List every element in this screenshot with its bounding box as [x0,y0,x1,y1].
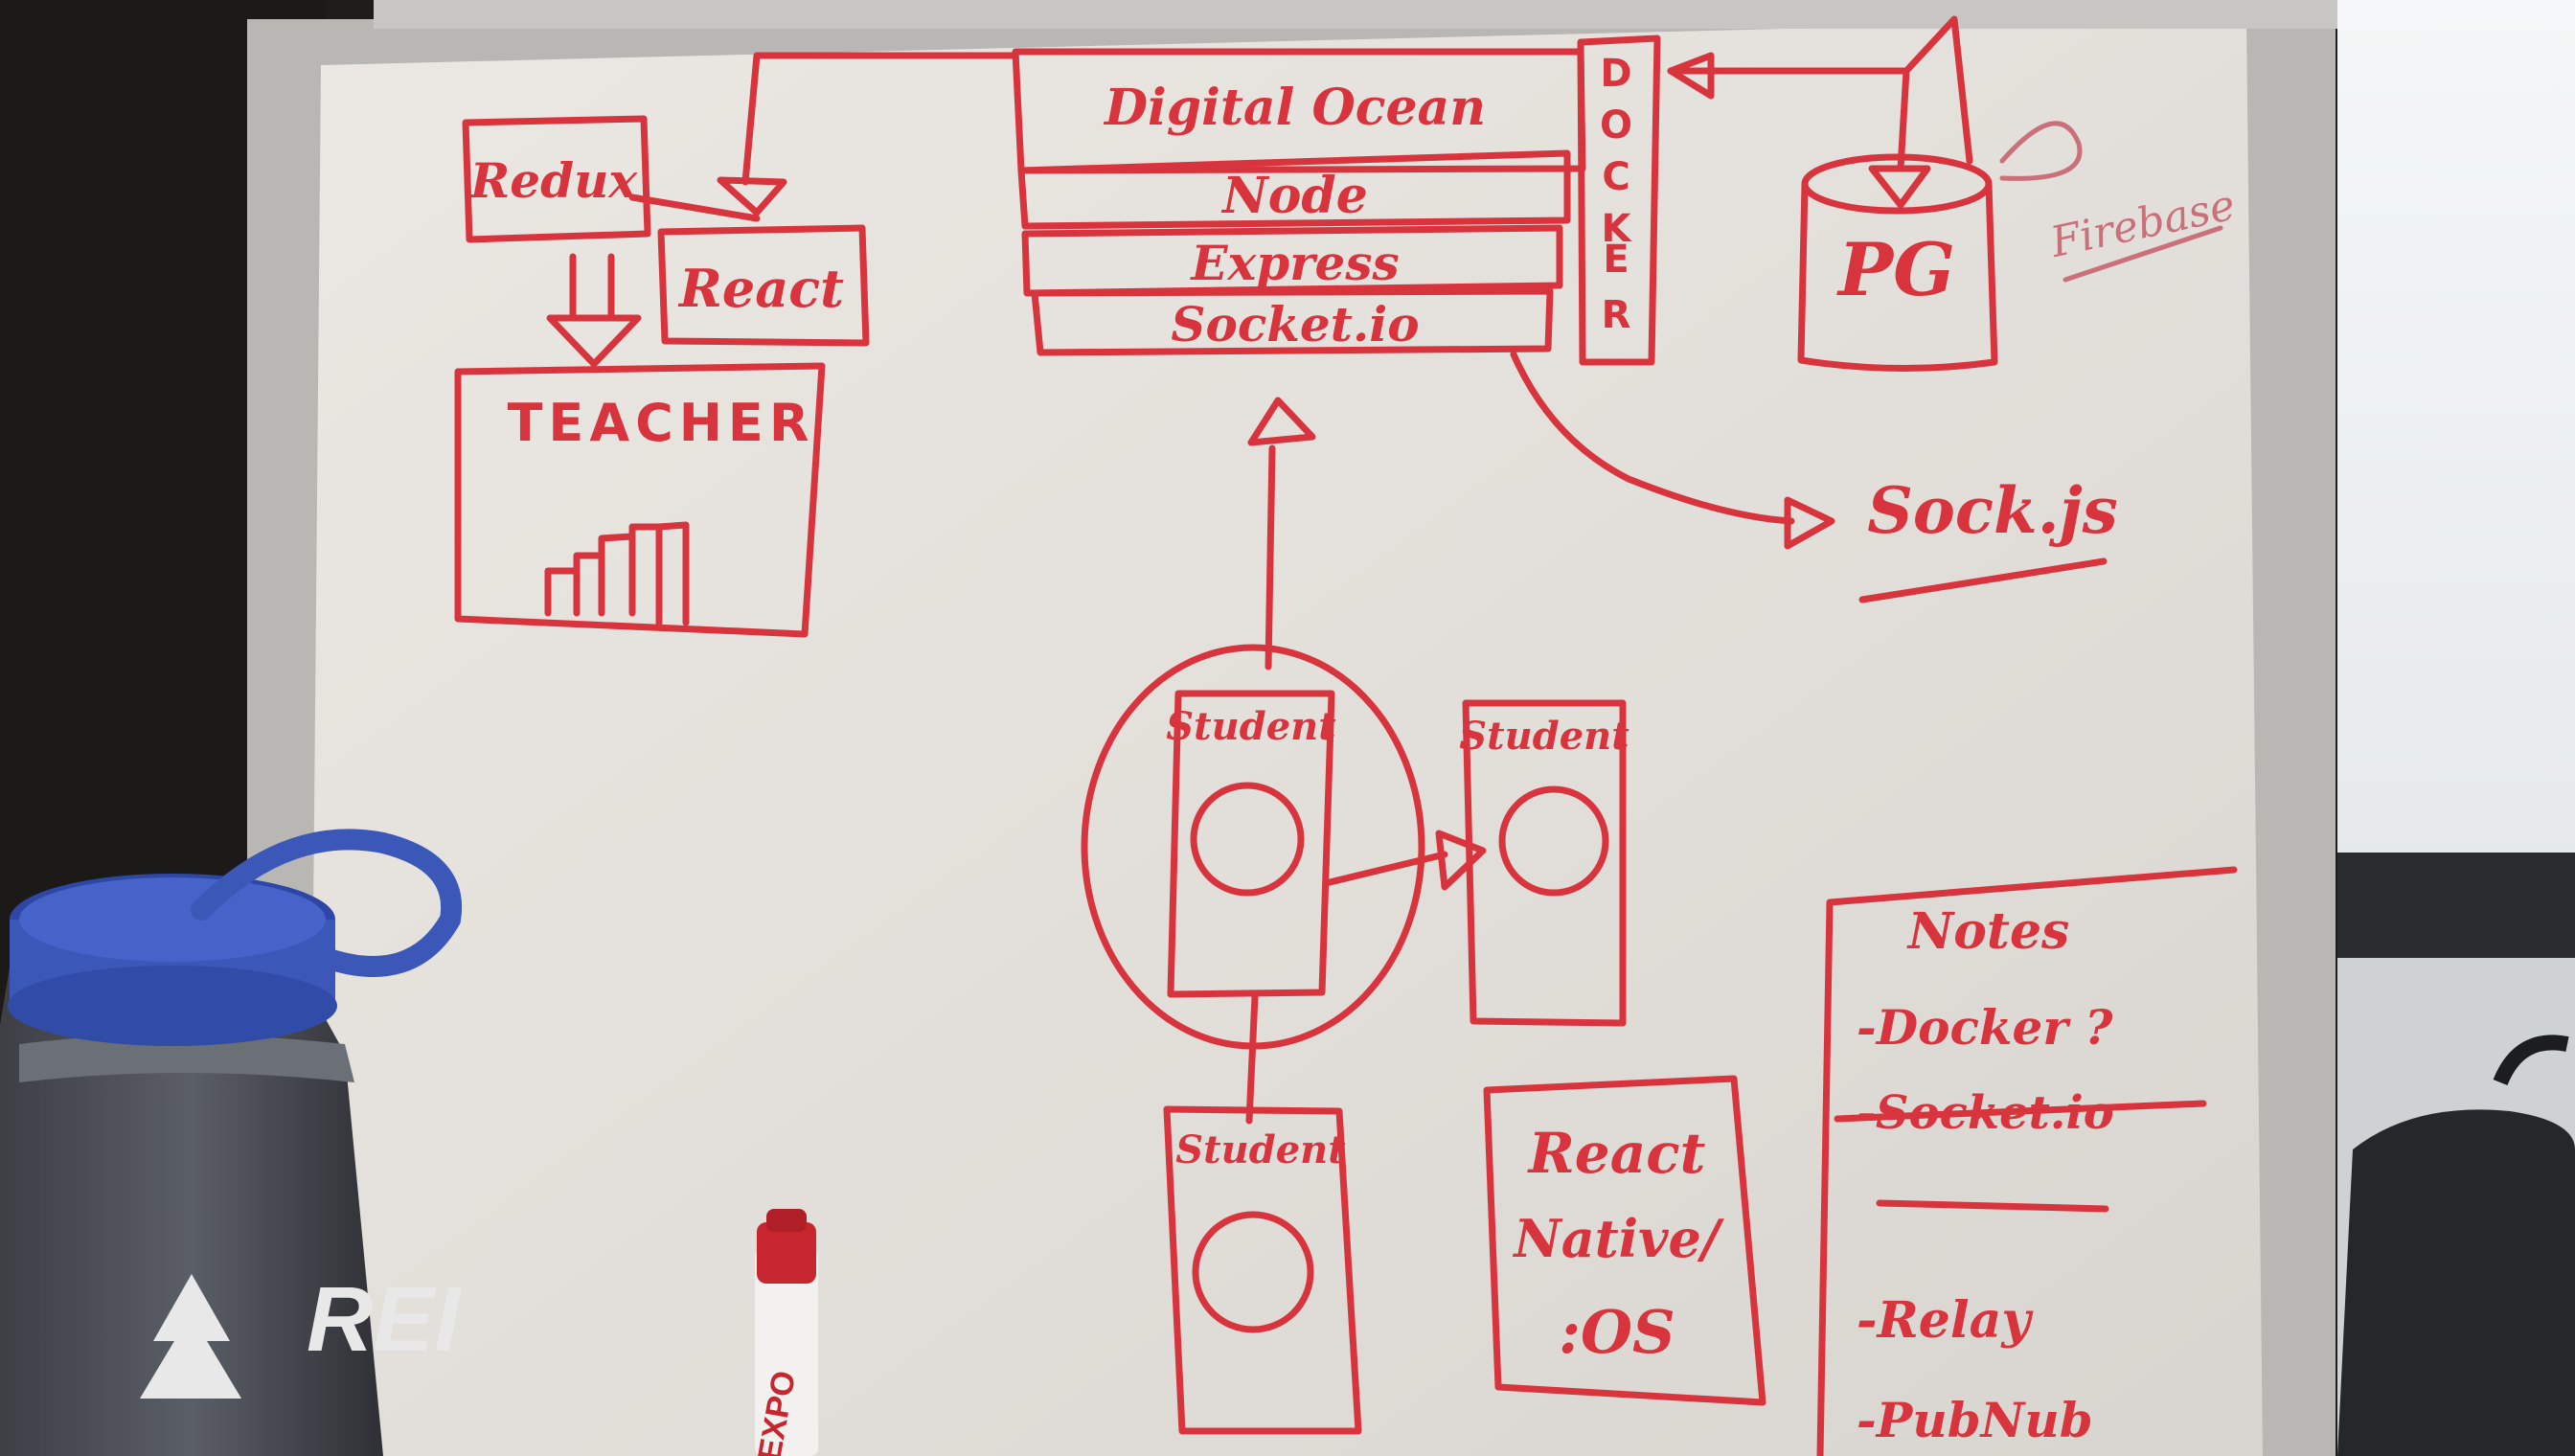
student-card-3: Student [1163,1105,1362,1435]
bar-chart-icon [544,521,690,626]
docker-letter-3: K [1602,207,1637,251]
bottle-brand: REI [307,1268,462,1371]
window [2337,0,2575,862]
student-1-label: Student [1166,704,1336,749]
notes-item-2: -Relay [1857,1291,2034,1350]
notes-title: Notes [1906,902,2070,961]
docker-letter-2: C [1602,155,1635,199]
sockjs-label: Sock.js [1867,473,2118,548]
stack-label-1: Node [1220,167,1368,225]
stack-label-0: Digital Ocean [1103,79,1486,137]
refresh-icon [1190,782,1305,897]
notes-strike-1 [1834,1100,2207,1213]
teacher-label: TEACHER [508,393,815,453]
student-1-to-3-link [1245,992,1259,1125]
notes-item-0: -Docker ? [1857,999,2113,1056]
react-box: React [657,224,870,347]
dry-erase-marker: EXPO [751,1209,818,1456]
backpack [2337,1035,2575,1456]
window-frame [2337,853,2575,967]
tree-icon [140,1274,241,1399]
pg-label: PG [1836,227,1955,312]
react-native-line1: React [1527,1121,1706,1186]
react-native-line2: Native/ [1512,1208,1725,1269]
pg-database: PG [1797,153,1998,373]
react-native-box: React Native/ :OS [1483,1075,1766,1406]
docker-pg-connector [1667,15,1973,209]
notes-item-3: -PubNub [1857,1392,2093,1448]
react-label: React [677,258,844,319]
student-2-label: Student [1459,714,1629,759]
stack-label-2: Express [1189,235,1399,291]
redux-down-arrow [546,253,642,368]
redux-box: Redux [462,115,651,243]
water-bottle: REI [0,829,462,1456]
redux-to-react-arrow [628,193,761,222]
stack-label-3: Socket.io [1171,296,1419,353]
socket-to-sockjs-arrow [1510,351,1835,550]
stack-to-react-arrow [717,52,1019,216]
react-native-line3: :OS [1559,1297,1675,1367]
student-3-label: Student [1175,1127,1346,1172]
sockjs-underline [1858,557,2108,603]
docker-arrowhead [1667,52,1715,100]
redux-label: Redux [468,152,639,209]
board-top-rail [374,0,2337,29]
docker-letter-0: D [1600,52,1637,96]
student-card-2: Student [1459,699,1629,1027]
docker-letter-4: E [1603,238,1634,282]
student-1-to-2-arrow [1322,830,1487,891]
docker-letter-1: O [1600,103,1638,148]
pg-firebase-link [1999,121,2083,181]
teacher-box: TEACHER [454,362,826,638]
board-surface [308,17,2263,1456]
student-up-arrow [1247,397,1316,671]
docker-column: D O C K E R [1577,34,1661,366]
refresh-icon [1498,785,1609,897]
firebase-underline [2062,225,2223,283]
docker-letter-5: R [1602,293,1637,337]
refresh-icon [1192,1211,1314,1333]
notes-panel: Notes -Docker ? -Socket.io -Relay -PubNu… [1816,866,2238,1456]
student-card-1: Student [1166,690,1336,998]
